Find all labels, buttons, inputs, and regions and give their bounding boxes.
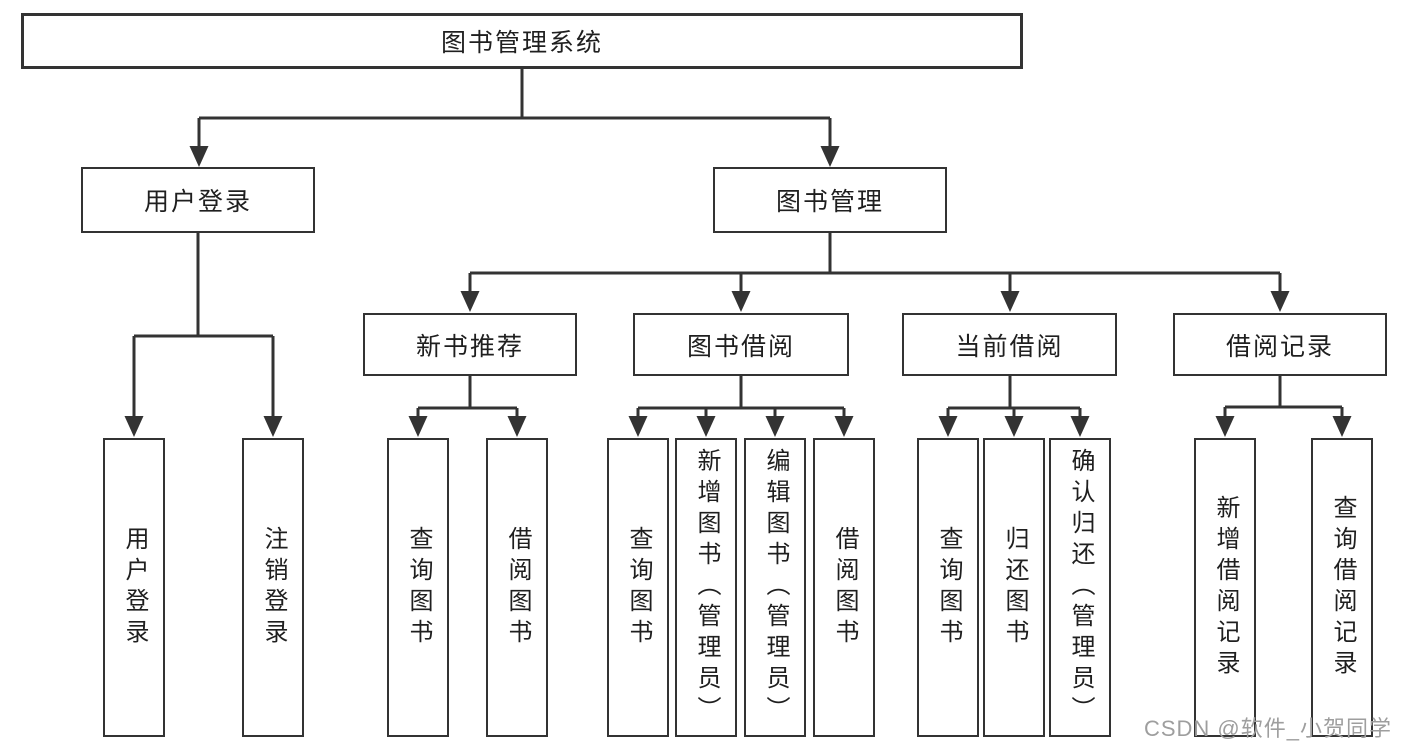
- arrowhead: [460, 291, 480, 312]
- node-label: 查询借阅记录: [1329, 494, 1356, 681]
- arrowhead: [408, 416, 428, 437]
- leaf-edit-books-admin: 编辑图书（管理员）: [744, 438, 806, 737]
- arrowhead: [938, 416, 958, 437]
- arrowhead: [1332, 416, 1352, 437]
- connector-user-login-branch: [132, 233, 275, 417]
- arrowhead: [507, 416, 527, 437]
- node-label: 查询图书: [935, 525, 962, 650]
- leaf-borrow-books: 借阅图书: [813, 438, 875, 737]
- arrowhead: [189, 146, 209, 167]
- node-label: 图书借阅: [686, 332, 795, 361]
- arrowhead: [1000, 291, 1020, 312]
- leaf-query-books-current: 查询图书: [917, 438, 979, 737]
- arrowhead: [1004, 416, 1024, 437]
- leaf-query-borrow-record: 查询借阅记录: [1311, 438, 1373, 737]
- arrowhead: [834, 416, 854, 437]
- connector-borrow-records-branch: [1223, 376, 1344, 417]
- node-label: 新书推荐: [415, 332, 524, 361]
- arrowhead: [731, 291, 751, 312]
- connector-new-book-recommend-branch: [416, 376, 519, 417]
- arrowhead: [263, 416, 283, 437]
- connector-book-management-branch: [468, 233, 1282, 292]
- node-label: 借阅图书: [831, 525, 858, 650]
- leaf-add-books-admin: 新增图书（管理员）: [675, 438, 737, 737]
- leaf-query-books-recommend: 查询图书: [387, 438, 449, 737]
- leaf-logout-login: 注销登录: [242, 438, 304, 737]
- node-label: 编辑图书（管理员）: [762, 448, 789, 727]
- arrowhead: [628, 416, 648, 437]
- node-label: 借阅图书: [504, 525, 531, 650]
- leaf-user-login: 用户登录: [103, 438, 165, 737]
- connector-current-borrow-branch: [946, 376, 1082, 417]
- arrowhead: [696, 416, 716, 437]
- leaf-confirm-return-admin: 确认归还（管理员）: [1049, 438, 1111, 737]
- node-label: 新增借阅记录: [1212, 494, 1239, 681]
- node-new-book-recommend: 新书推荐: [363, 313, 577, 376]
- arrowhead: [124, 416, 144, 437]
- node-label: 注销登录: [260, 525, 287, 650]
- arrowhead: [820, 146, 840, 167]
- node-book-borrow: 图书借阅: [633, 313, 849, 376]
- node-label: 用户登录: [121, 525, 148, 650]
- node-label: 图书管理系统: [440, 29, 603, 57]
- node-book-management: 图书管理: [713, 167, 947, 233]
- node-label: 查询图书: [405, 525, 432, 650]
- arrowhead: [1070, 416, 1090, 437]
- node-label: 查询图书: [625, 525, 652, 650]
- node-label: 图书管理: [775, 188, 884, 216]
- node-borrow-records: 借阅记录: [1173, 313, 1387, 376]
- arrowhead: [1215, 416, 1235, 437]
- node-user-login: 用户登录: [81, 167, 315, 233]
- leaf-return-books: 归还图书: [983, 438, 1045, 737]
- arrowhead: [1270, 291, 1290, 312]
- node-library-management-system: 图书管理系统: [21, 13, 1023, 69]
- csdn-watermark: CSDN @软件_小贺同学: [1143, 716, 1392, 741]
- leaf-query-books-borrow: 查询图书: [607, 438, 669, 737]
- node-label: 用户登录: [143, 188, 252, 216]
- node-label: 新增图书（管理员）: [693, 448, 720, 727]
- arrowhead: [765, 416, 785, 437]
- node-current-borrow: 当前借阅: [902, 313, 1117, 376]
- leaf-add-borrow-record: 新增借阅记录: [1194, 438, 1256, 737]
- connector-book-borrow-branch: [636, 376, 846, 417]
- node-label: 确认归还（管理员）: [1067, 448, 1094, 727]
- node-label: 当前借阅: [955, 332, 1064, 361]
- leaf-borrow-books-recommend: 借阅图书: [486, 438, 548, 737]
- node-label: 借阅记录: [1225, 332, 1334, 361]
- connector-root-to-level2: [197, 69, 832, 147]
- node-label: 归还图书: [1001, 525, 1028, 650]
